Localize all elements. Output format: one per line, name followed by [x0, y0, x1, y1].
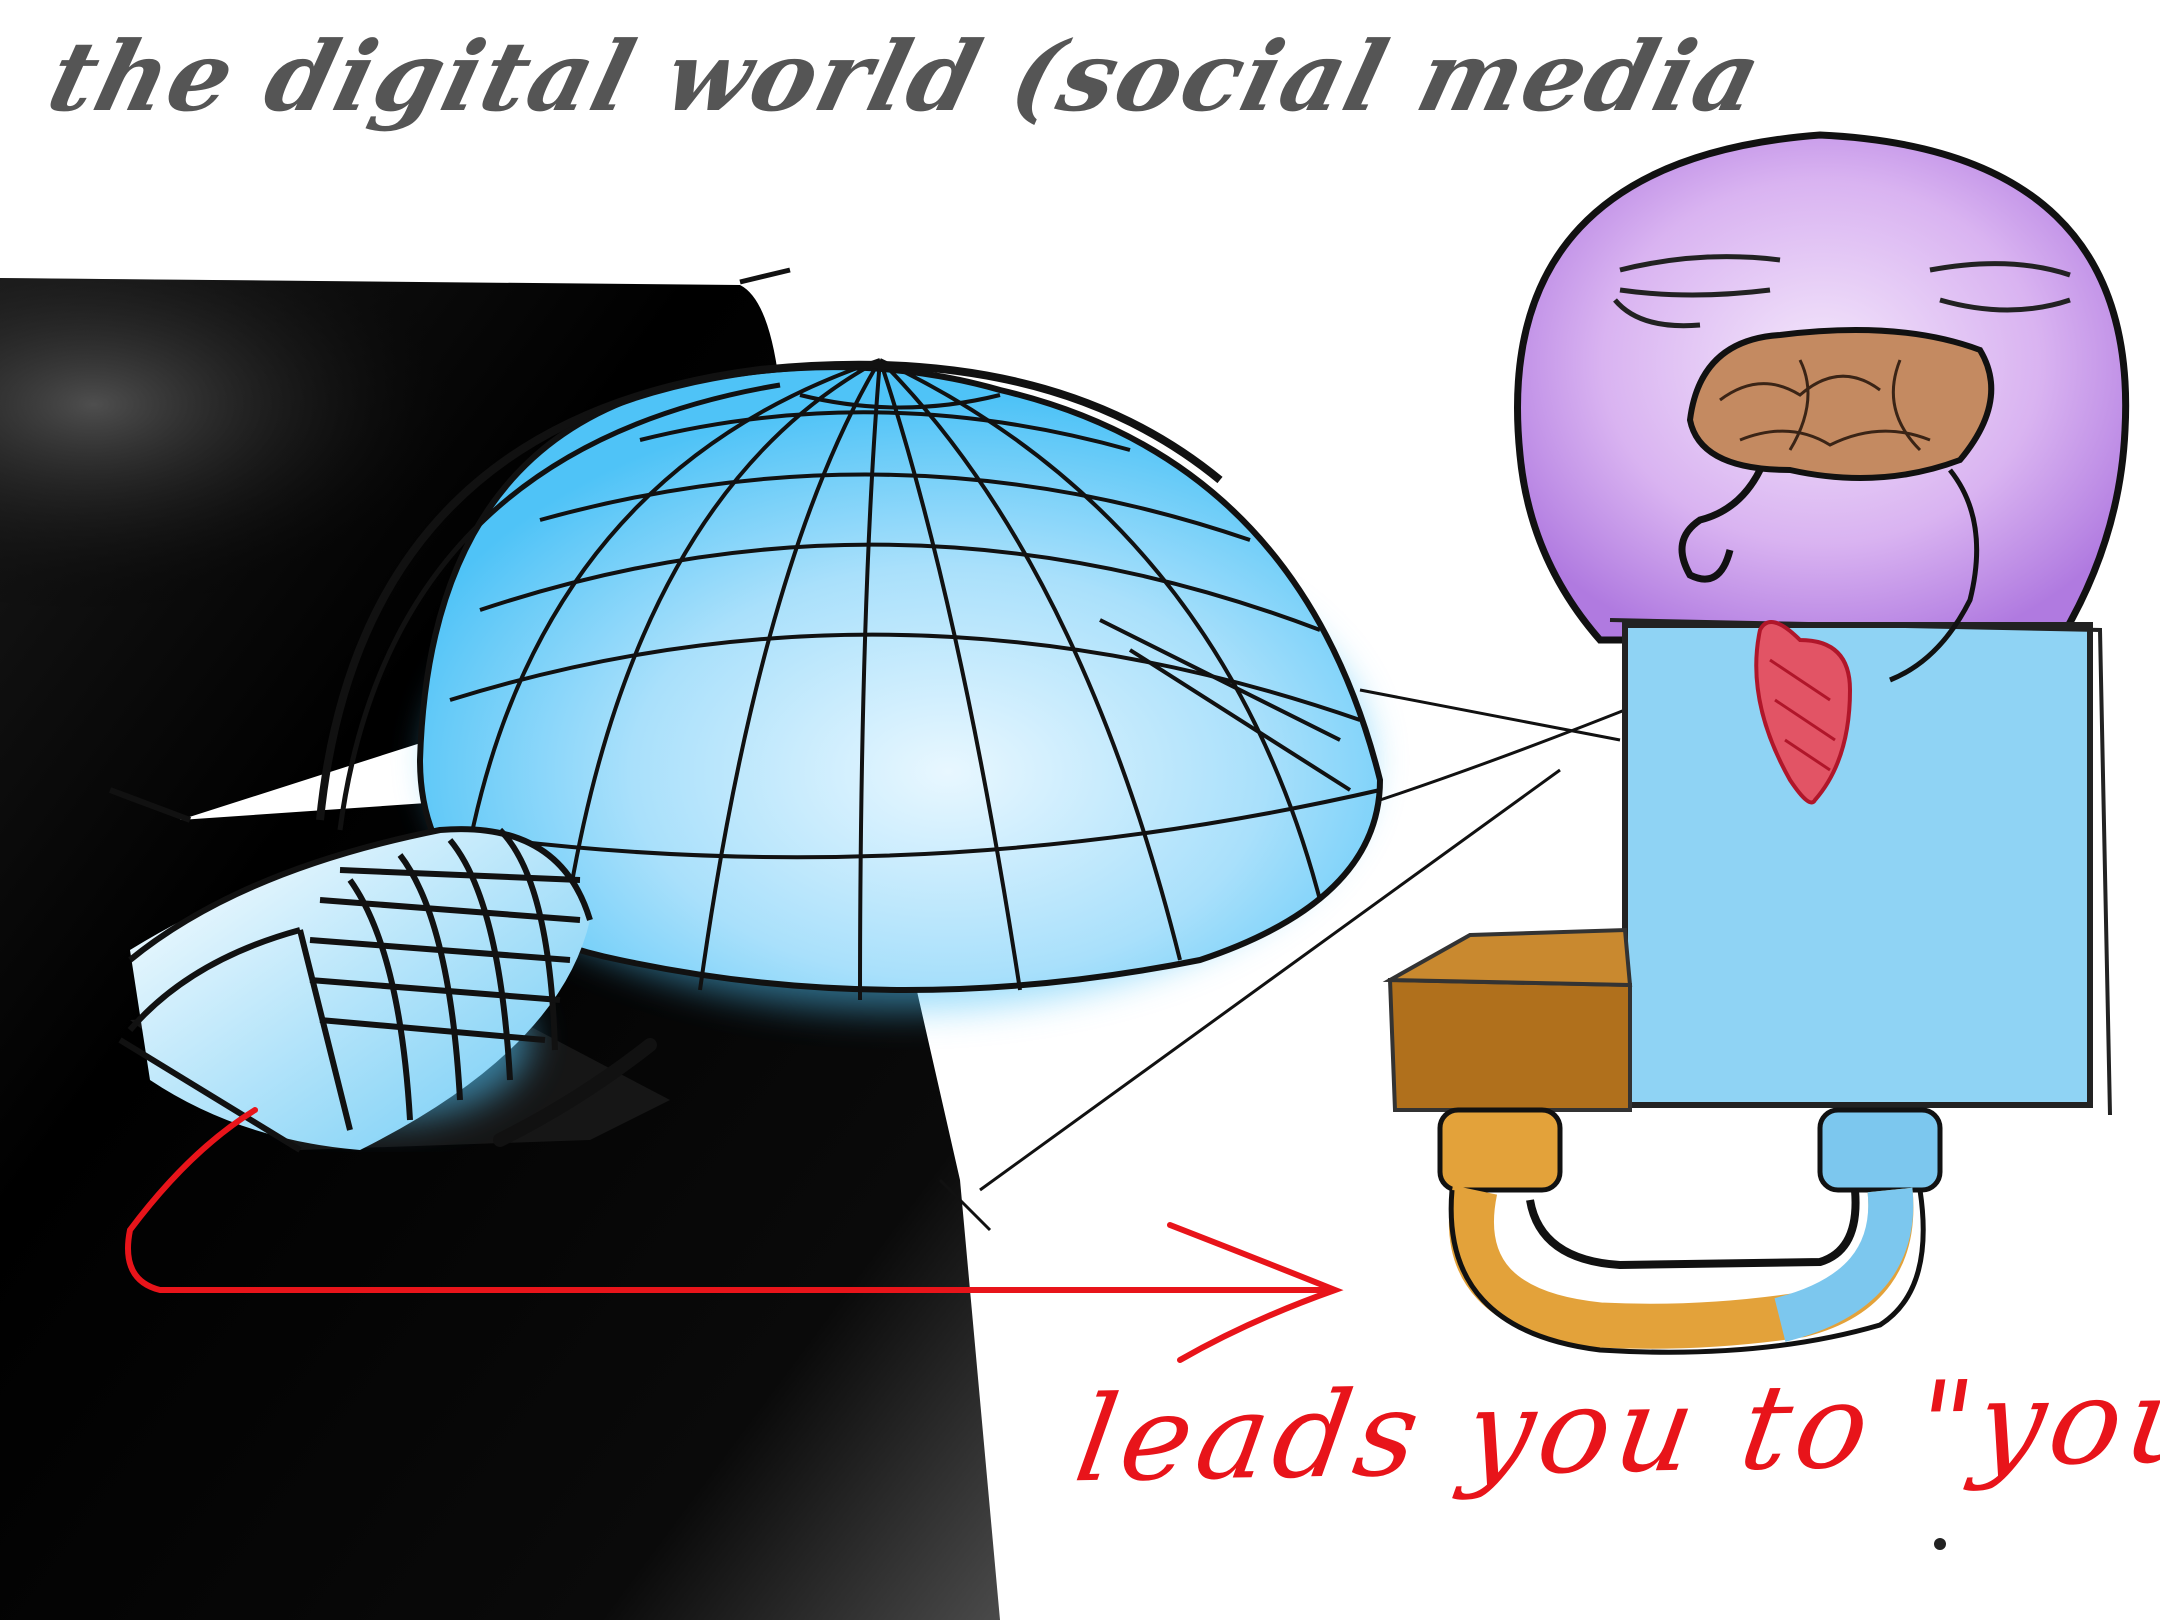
robot-head-icon — [1382, 120, 2133, 1355]
connector-lines — [938, 688, 1651, 1232]
heart-icon — [1754, 620, 1853, 805]
brain-icon — [1678, 327, 1995, 683]
caption-text: leads you to "you" — [1067, 1349, 2160, 1509]
dot-mark — [1934, 1538, 1946, 1550]
tunnel-icon — [108, 787, 657, 1153]
page-title: the digital world (social media — [37, 20, 1774, 133]
glass-dome-icon — [316, 358, 1384, 1010]
arrow-icon — [125, 1107, 1344, 1363]
